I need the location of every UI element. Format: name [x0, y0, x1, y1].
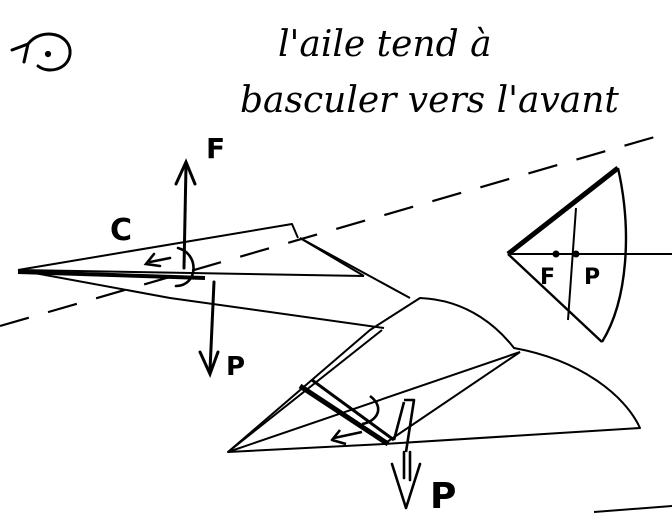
counterclockwise-rotation-icon — [10, 32, 72, 72]
bottom-right-stroke — [593, 505, 672, 513]
torque-arrow — [143, 246, 195, 288]
weight-arrow-bottom — [390, 450, 422, 510]
dashed-reference-line — [0, 132, 666, 328]
inset-label-p: P — [584, 265, 600, 290]
caption-line-1: l'aile tend à — [278, 24, 492, 65]
lower-wing-perspective — [227, 297, 641, 453]
caption-line-2: basculer vers l'avant — [240, 80, 619, 121]
weight-label-bottom: P — [430, 476, 456, 517]
inset-wing-top-view — [506, 166, 672, 343]
weight-label-left: P — [226, 352, 245, 382]
left-wing-side-view — [17, 223, 411, 329]
weight-arrow-left — [198, 280, 220, 378]
inset-label-f: F — [540, 265, 555, 290]
torque-label-c: C — [110, 213, 132, 248]
force-label-f: F — [206, 132, 225, 165]
